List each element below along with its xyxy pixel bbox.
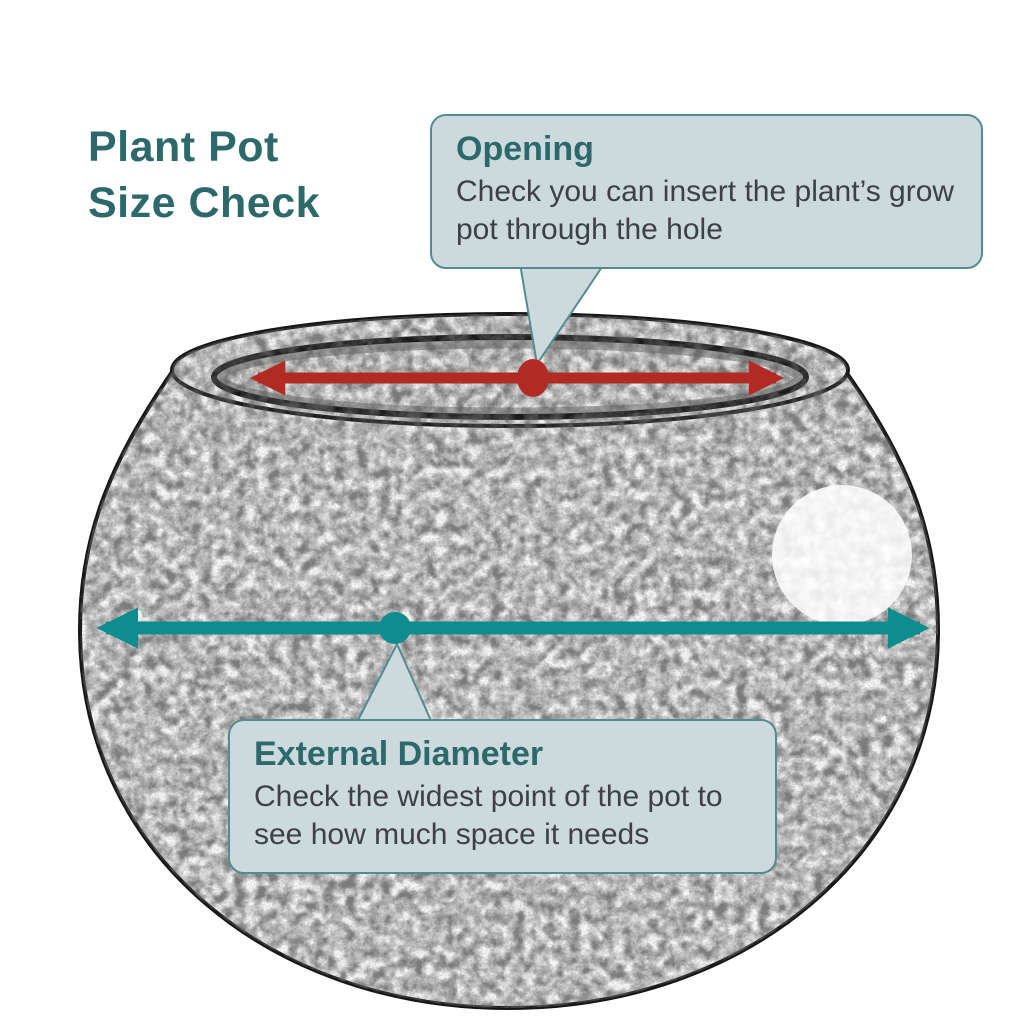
callout-opening-title: Opening <box>456 130 594 168</box>
callout-opening: Opening Check you can insert the plant’s… <box>430 114 983 270</box>
callout-opening-body: Check you can insert the plant’s grow po… <box>456 175 955 247</box>
pot-highlight <box>772 485 912 625</box>
diameter-arrow-dot <box>379 612 411 644</box>
callout-external-diameter-body: Check the widest point of the pot to see… <box>254 780 723 852</box>
page-title: Plant Pot Size Check <box>88 120 320 232</box>
page-title-line2: Size Check <box>88 178 321 227</box>
opening-arrow-dot <box>517 359 549 397</box>
pot-texture <box>80 314 938 1008</box>
callout-external-diameter: External Diameter Check the widest point… <box>228 719 777 875</box>
page-title-line1: Plant Pot <box>88 123 279 171</box>
callout-external-diameter-title: External Diameter <box>254 735 544 773</box>
